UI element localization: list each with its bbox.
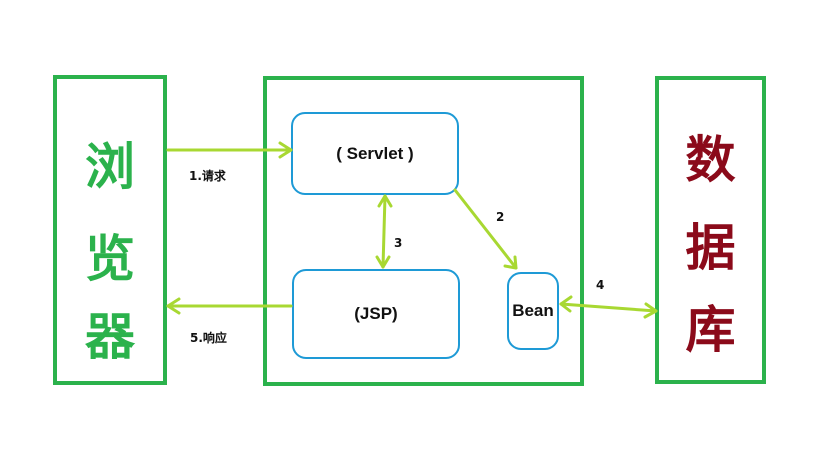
browser-char-2: 览 [85, 230, 135, 288]
browser-char-1: 浏 [85, 138, 135, 196]
request-arrowhead [278, 141, 293, 159]
servlet-node: ( Servlet ) [291, 112, 459, 195]
database-char-1: 数 [685, 131, 736, 189]
servlet-jsp-arrow [381, 194, 387, 269]
database-char-3: 库 [685, 301, 736, 359]
label-four: 4 [596, 278, 605, 292]
database-box: 数 据 库 [655, 76, 766, 384]
browser-box: 浏 览 器 [53, 75, 167, 385]
label-three: 3 [394, 236, 403, 250]
servlet-jsp-arrowhead-bottom [375, 255, 391, 269]
servlet-bean-arrow [453, 188, 518, 270]
database-char-2: 据 [685, 219, 736, 277]
jsp-node: (JSP) [292, 269, 460, 359]
servlet-jsp-arrowhead-top [377, 194, 393, 208]
bean-node: Bean [507, 272, 559, 350]
bean-db-arrow [559, 302, 658, 313]
label-response: 5.响应 [190, 331, 227, 345]
browser-char-3: 器 [85, 308, 135, 366]
label-two: 2 [496, 210, 505, 224]
label-request: 1.请求 [189, 169, 226, 183]
response-arrowhead [166, 297, 181, 315]
bean-db-arrowhead-right [643, 302, 658, 319]
bean-db-arrowhead-left [559, 295, 573, 313]
servlet-bean-arrowhead [503, 255, 518, 270]
